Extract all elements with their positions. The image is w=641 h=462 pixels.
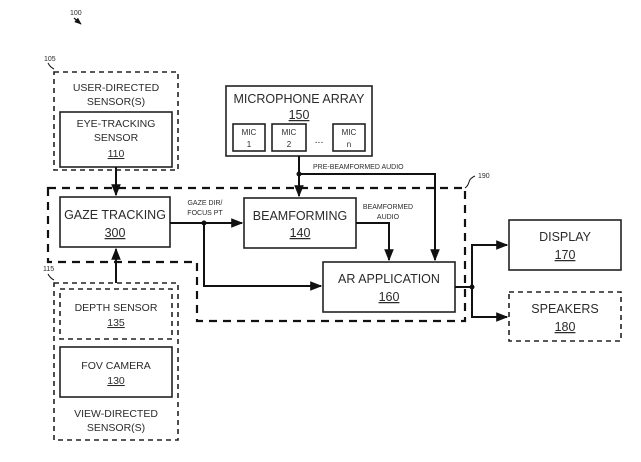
- mic-array-number: 150: [289, 108, 310, 122]
- eye-tracking-label-1: EYE-TRACKING: [77, 118, 156, 130]
- speakers-number: 180: [555, 320, 576, 334]
- group-ref-105: 105: [44, 56, 56, 63]
- mic-array-label: MICROPHONE ARRAY: [233, 92, 365, 106]
- group-ref-115-leader: [47, 273, 55, 281]
- beamforming-block: BEAMFORMING 140: [243, 197, 357, 249]
- mic-n-index: n: [347, 140, 351, 149]
- depth-sensor-number: 135: [107, 317, 125, 329]
- pre-beamformed-to-ar-arrow: [299, 173, 440, 262]
- display-label: DISPLAY: [539, 230, 592, 244]
- gaze-to-ar-arrow: [203, 223, 323, 291]
- group-ref-190-leader: [464, 175, 476, 189]
- mic-ellipsis: ...: [315, 134, 324, 146]
- view-directed-label-2: SENSOR(S): [87, 422, 145, 434]
- fov-camera-label: FOV CAMERA: [81, 360, 150, 372]
- mic-2-index: 2: [287, 140, 292, 149]
- ar-to-display-arrow: [471, 240, 509, 287]
- beamformed-to-ar-arrow: [356, 222, 394, 262]
- microphone-array-block: MICROPHONE ARRAY 150 MIC 1 MIC 2 ... MIC…: [225, 85, 373, 157]
- mic-1-label: MIC: [242, 128, 257, 137]
- gaze-tracking-block: GAZE TRACKING 300: [59, 196, 171, 248]
- fov-camera-number: 130: [107, 375, 125, 387]
- eye-tracking-sensor-block: EYE-TRACKING SENSOR 110: [59, 111, 173, 168]
- eye-tracking-number: 110: [108, 148, 125, 160]
- mic-n: MIC n: [332, 123, 366, 152]
- pre-beamformed-label: PRE-BEAMFORMED AUDIO: [313, 164, 404, 171]
- ar-application-number: 160: [379, 290, 400, 304]
- mic-1: MIC 1: [232, 123, 266, 152]
- display-block: DISPLAY 170: [508, 219, 622, 271]
- user-directed-label-2: SENSOR(S): [87, 96, 145, 108]
- user-directed-label-1: USER-DIRECTED: [73, 82, 160, 94]
- group-ref-105-leader: [47, 62, 55, 70]
- ar-application-block: AR APPLICATION 160: [322, 261, 456, 313]
- mic-1-index: 1: [247, 140, 252, 149]
- beamformed-label-1: BEAMFORMED: [363, 204, 413, 211]
- eye-tracking-label-2: SENSOR: [94, 132, 139, 144]
- gaze-dir-label-1: GAZE DIR/: [187, 200, 222, 207]
- group-ref-115: 115: [43, 266, 54, 273]
- fov-camera-block: FOV CAMERA 130: [59, 346, 173, 398]
- depth-sensor-block: DEPTH SENSOR 135: [59, 288, 173, 340]
- view-directed-label-1: VIEW-DIRECTED: [74, 408, 158, 420]
- speakers-block: SPEAKERS 180: [508, 291, 622, 342]
- view-directed-sensors-group: [53, 282, 179, 441]
- figure-ref-arrow: [73, 17, 82, 25]
- beamforming-number: 140: [290, 226, 311, 240]
- beamformed-label-2: AUDIO: [377, 214, 400, 221]
- gaze-dir-label-2: FOCUS PT: [187, 210, 223, 217]
- depth-sensor-label: DEPTH SENSOR: [75, 302, 158, 314]
- system-group-190: [46, 186, 467, 323]
- ar-to-speakers-arrow: [471, 287, 509, 322]
- beamforming-label: BEAMFORMING: [253, 209, 347, 223]
- mic-2: MIC 2: [271, 123, 307, 152]
- gaze-tracking-number: 300: [105, 226, 126, 240]
- mic-n-label: MIC: [342, 128, 357, 137]
- group-ref-190: 190: [478, 173, 490, 180]
- mic-2-label: MIC: [282, 128, 297, 137]
- display-number: 170: [555, 248, 576, 262]
- speakers-label: SPEAKERS: [531, 302, 598, 316]
- figure-ref: 100: [70, 10, 82, 17]
- gaze-tracking-label: GAZE TRACKING: [64, 208, 166, 222]
- ar-application-label: AR APPLICATION: [338, 272, 440, 286]
